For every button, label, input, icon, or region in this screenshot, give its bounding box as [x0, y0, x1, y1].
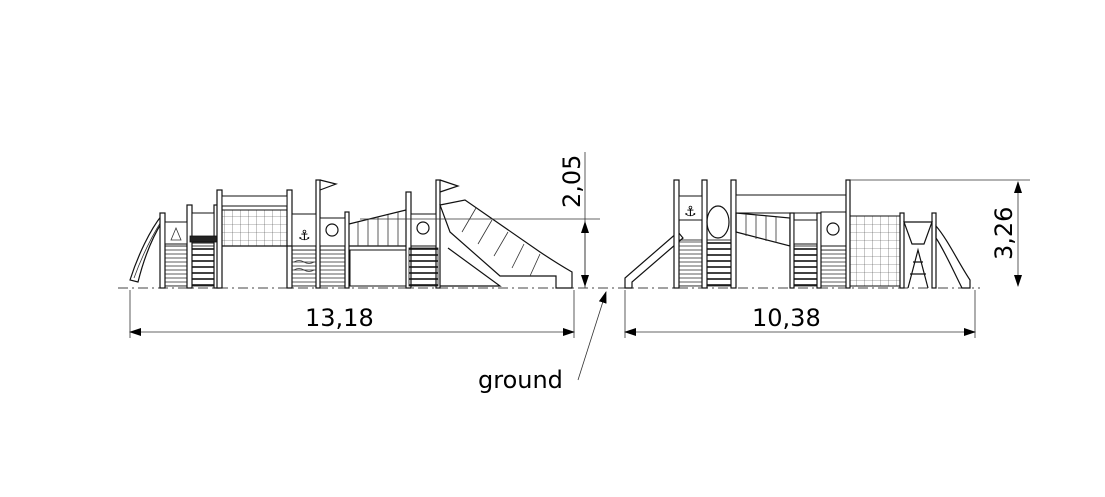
ground-label: ground	[478, 366, 563, 394]
ground-callout: ground	[478, 291, 607, 394]
side-width-dimension: 10,38	[624, 290, 976, 338]
front-view-elevation: ⚓	[129, 179, 573, 289]
svg-text:⚓: ⚓	[298, 228, 311, 244]
side-view-elevation: ⚓	[624, 179, 971, 289]
front-height-dimension: 2,05	[360, 152, 600, 288]
front-width-label: 13,18	[305, 304, 374, 332]
svg-text:⚓: ⚓	[684, 204, 697, 220]
side-width-label: 10,38	[752, 304, 821, 332]
front-height-label: 2,05	[558, 155, 586, 208]
side-height-label: 3,26	[990, 207, 1018, 260]
front-width-dimension: 13,18	[129, 290, 575, 338]
side-height-dimension: 3,26	[850, 179, 1030, 287]
